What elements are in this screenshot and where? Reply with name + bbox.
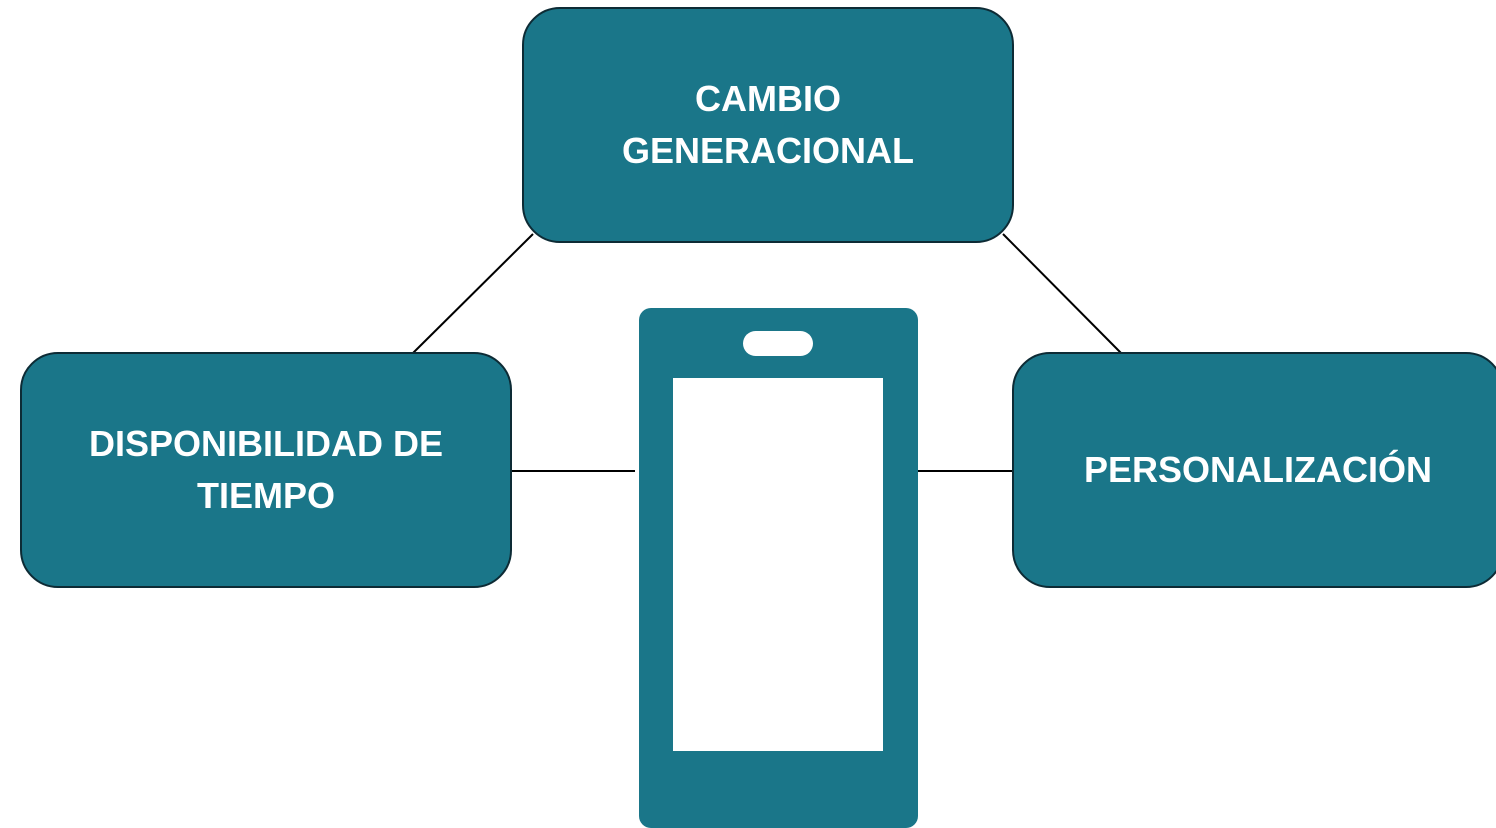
node-label-line: CAMBIO [694, 77, 841, 119]
node-label-line: DISPONIBILIDAD DE [88, 422, 444, 464]
connector-top-left [412, 233, 534, 354]
phone-speaker [743, 331, 813, 356]
node-cambio-generacional: CAMBIO GENERACIONAL [522, 7, 1014, 243]
node-label-line: PERSONALIZACIÓN [1083, 448, 1432, 490]
smartphone-icon [639, 308, 918, 828]
phone-screen [673, 378, 883, 751]
node-label: PERSONALIZACIÓN [1084, 444, 1432, 496]
connector-top-right [1002, 233, 1122, 354]
node-label: DISPONIBILIDAD DE TIEMPO [89, 418, 443, 522]
node-personalizacion: PERSONALIZACIÓN [1012, 352, 1496, 588]
node-disponibilidad-de-tiempo: DISPONIBILIDAD DE TIEMPO [20, 352, 512, 588]
node-label-line: TIEMPO [196, 475, 335, 516]
node-label-line: GENERACIONAL [621, 130, 914, 171]
node-label: CAMBIO GENERACIONAL [622, 73, 914, 177]
